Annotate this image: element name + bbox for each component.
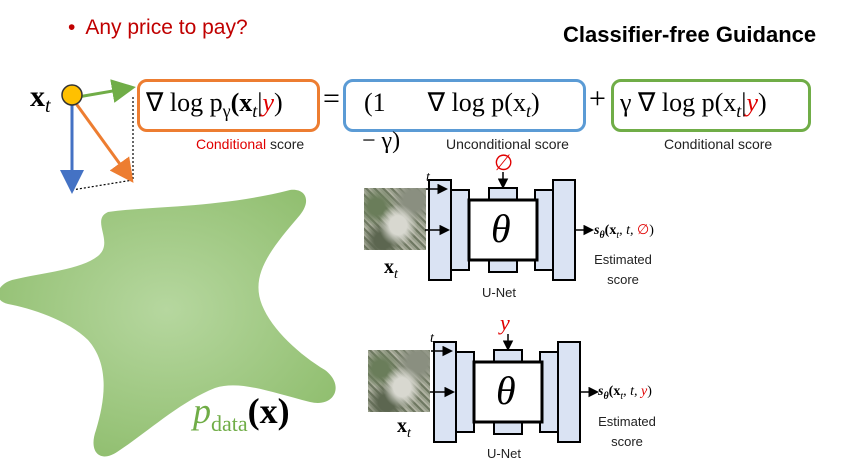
bullet-point: • Any price to pay? [68,16,248,40]
unconditional-score-box: (1 ∇ log p(xt) [343,79,586,132]
score-bottom-args-rest: , t, [623,384,641,399]
unet-bottom-diagram [430,334,599,443]
eq-guide-close: ) [758,88,767,117]
est-bottom-2: score [611,434,643,449]
unet-top-t-label: t [426,170,430,185]
caption-cond-rest: score [266,136,305,152]
score-bottom-sub: θ [603,390,609,402]
score-top-close: ) [649,223,654,238]
est-top-1: Estimated [594,252,652,267]
slide-heading: Classifier-free Guidance [563,22,817,47]
pdata-x: x [259,391,278,431]
plus-sign: + [589,82,606,115]
noisy-image-top [364,188,426,250]
equals-sign: = [323,82,340,115]
unet-bottom-right-bar [557,341,581,443]
pdata-open: ( [247,391,260,431]
eq-lhs-t: t [252,101,258,122]
score-bottom-args: (x [608,384,621,399]
unet-top-right-bar [552,179,576,281]
blob-shape [0,189,336,457]
xt-top: xt [384,256,398,283]
data-distribution-blob [0,189,336,457]
xt-bottom-sub: t [407,426,411,441]
conditional-score-box: ∇ log pγ(xt|y) [137,79,320,132]
xt-symbol: xt [30,80,51,118]
unet-top-diagram [425,172,594,281]
vector-diagram [60,79,136,194]
bullet-text: Any price to pay? [85,16,248,39]
caption-cond-word: Conditional [196,136,267,152]
unet-top-core [467,198,539,262]
xt-sub: t [45,95,51,117]
score-top-func: s [594,223,600,238]
pdata-sub: data [211,411,248,437]
est-bottom-1: Estimated [598,414,656,429]
guidance-score-box: γ ∇ log p(xt|y) [611,79,811,132]
xt-bottom: xt [397,415,411,442]
eq-uncond-close: ) [530,88,540,117]
eq-uncond-coef: (1 [364,88,386,117]
unet-bottom-estimated: Estimated score [589,412,665,452]
eq-lhs-y: y [262,88,275,117]
unet-top-score: sθ(xt, t, ∅) [594,222,654,241]
bullet-dot: • [68,16,76,39]
unet-bottom-t-label: t [430,331,434,346]
unet-bottom-label: U-Net [487,446,521,461]
unet-bottom-theta: θ [496,368,516,413]
caption-conditional: Conditional score [196,136,304,152]
score-bottom-func: s [598,384,604,399]
xt-top-sub: t [394,267,398,282]
score-top-cond: ∅ [637,223,650,238]
unet-top-theta: θ [491,206,511,251]
eq-lhs-close: ) [274,88,283,117]
xt-bottom-base: x [397,415,407,437]
score-top-args: (x [604,223,617,238]
pdata-p: p [193,391,211,431]
eq-lhs-bar: | [257,88,263,117]
eq-guide-y: y [746,88,759,117]
eq-uncond-t: t [525,101,531,122]
unet-top-label: U-Net [482,285,516,300]
unet-top-cond-symbol: ∅ [494,150,514,175]
score-bottom-close: ) [647,384,652,399]
eq-lhs-sub: γ [222,101,231,122]
unet-bottom-core [472,360,544,424]
score-top-args-t: t [616,229,620,241]
unet-top-left-inner [450,189,470,271]
orange-arrow [70,97,134,183]
minus-gamma: − γ) [362,128,401,154]
xt-point [61,84,83,106]
score-top-args-rest: , t, [619,223,637,238]
caption-unconditional: Unconditional score [446,136,569,152]
pdata-label: pdata(x) [193,390,290,437]
score-bottom-args-t: t [620,390,624,402]
unet-bottom-left-inner [455,351,475,433]
xt-base: x [30,80,45,113]
eq-guide-t: t [736,101,742,122]
noisy-image-bottom [368,350,430,412]
eq-lhs-open: (x [230,88,253,117]
est-top-2: score [607,272,639,287]
xt-top-base: x [384,256,394,278]
eq-lhs-prefix: ∇ log p [146,88,223,117]
score-top-sub: θ [599,229,605,241]
eq-guide-prefix: γ ∇ log p(x [620,88,737,117]
eq-uncond-term: ∇ log p(x [427,88,526,117]
unet-bottom-cond-symbol: y [500,310,510,335]
unet-bottom-score: sθ(xt, t, y) [598,384,652,402]
unet-top-estimated: Estimated score [585,250,661,290]
unet-bottom-upper-neck [493,349,523,363]
unet-top-lower-neck [488,259,518,273]
unet-top-upper-neck [488,187,518,201]
pdata-close: ) [277,391,290,431]
score-bottom-cond: y [641,384,648,399]
eq-guide-bar: | [741,88,747,117]
unet-bottom-lower-neck [493,421,523,435]
caption-guidance: Conditional score [664,136,773,152]
